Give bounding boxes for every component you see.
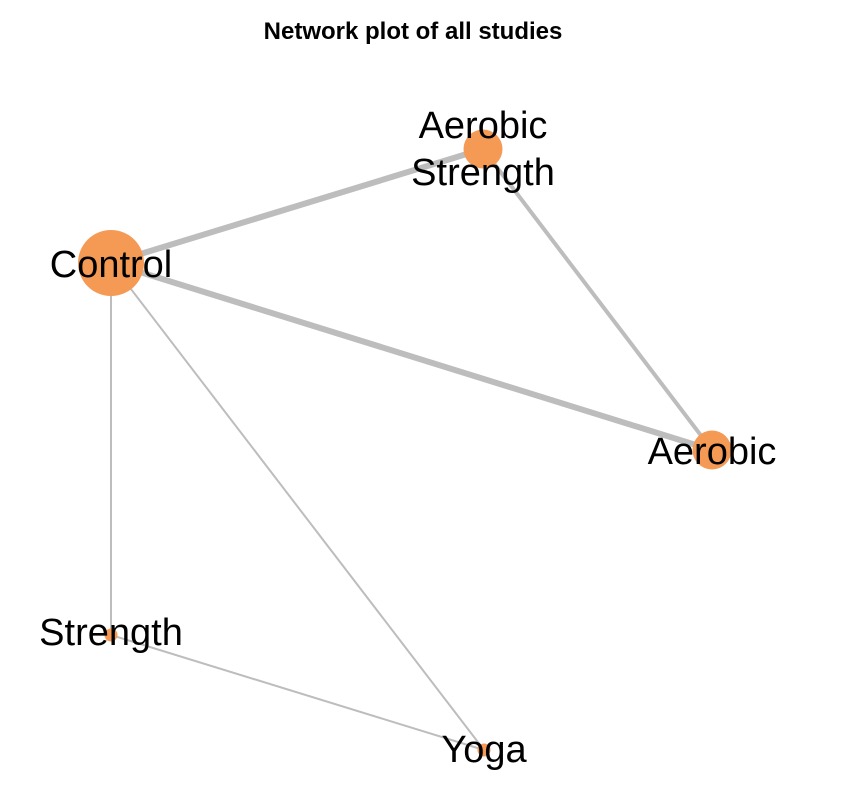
node-label-line: Strength xyxy=(39,612,183,654)
edge-aerobic_strength-aerobic xyxy=(481,147,714,452)
node-aerobic-strength xyxy=(463,129,503,169)
node-yoga xyxy=(477,743,491,757)
node-label-strength: Strength xyxy=(39,612,183,654)
node-label-line: Yoga xyxy=(441,729,527,771)
edges-layer xyxy=(110,146,714,751)
node-label-line: Control xyxy=(50,244,173,286)
node-control xyxy=(78,230,144,296)
node-label-line: Strength xyxy=(411,152,555,194)
node-label-yoga: Yoga xyxy=(441,729,527,771)
edge-control-yoga xyxy=(110,262,485,751)
plot-title: Network plot of all studies xyxy=(263,18,563,45)
edge-strength-yoga xyxy=(110,634,485,751)
nodes-layer xyxy=(78,129,732,757)
node-label-line: Aerobic xyxy=(648,431,777,473)
node-aerobic xyxy=(692,430,732,470)
node-label-aerobic: Aerobic xyxy=(648,431,777,473)
node-label-control: Control xyxy=(50,244,173,286)
edge-control-aerobic_strength xyxy=(110,146,484,266)
edge-control-aerobic xyxy=(110,260,713,453)
node-strength xyxy=(104,628,118,642)
node-label-line: Aerobic xyxy=(419,105,548,147)
